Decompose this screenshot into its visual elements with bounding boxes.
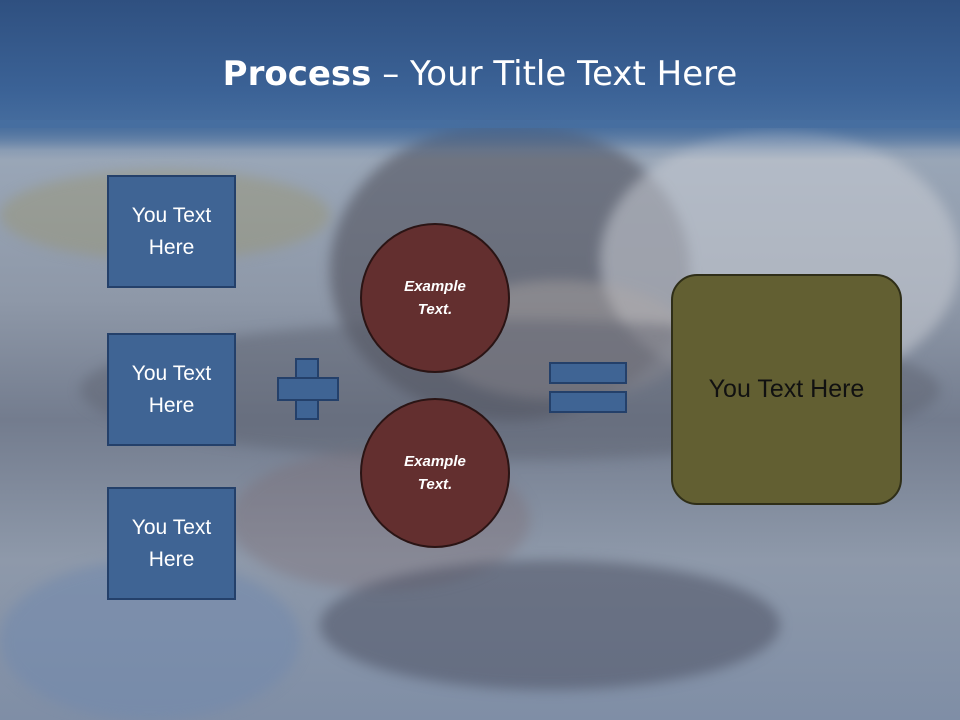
title-bold: Process <box>222 54 372 94</box>
example-circle-2-label: Example Text. <box>404 453 466 493</box>
plus-icon-center <box>297 379 317 399</box>
text-box-2[interactable]: You Text Here <box>107 333 236 446</box>
title-bar <box>0 0 960 128</box>
equals-icon-top-bar <box>549 362 627 384</box>
page-title[interactable]: Process – Your Title Text Here <box>0 52 960 96</box>
text-box-3[interactable]: You Text Here <box>107 487 236 600</box>
title-text: Your Title Text Here <box>410 54 738 94</box>
result-box[interactable]: You Text Here <box>671 274 902 505</box>
text-box-1[interactable]: You Text Here <box>107 175 236 288</box>
text-box-2-label: You Text Here <box>131 361 212 417</box>
text-box-1-label: You Text Here <box>131 203 212 259</box>
title-bar-fade <box>0 120 960 160</box>
example-circle-2[interactable]: Example Text. <box>360 398 510 548</box>
example-circle-1-label: Example Text. <box>404 278 466 318</box>
title-separator: – <box>371 54 411 94</box>
result-box-label: You Text Here <box>708 375 865 403</box>
example-circle-1[interactable]: Example Text. <box>360 223 510 373</box>
text-box-3-label: You Text Here <box>131 515 212 571</box>
equals-icon-bottom-bar <box>549 391 627 413</box>
